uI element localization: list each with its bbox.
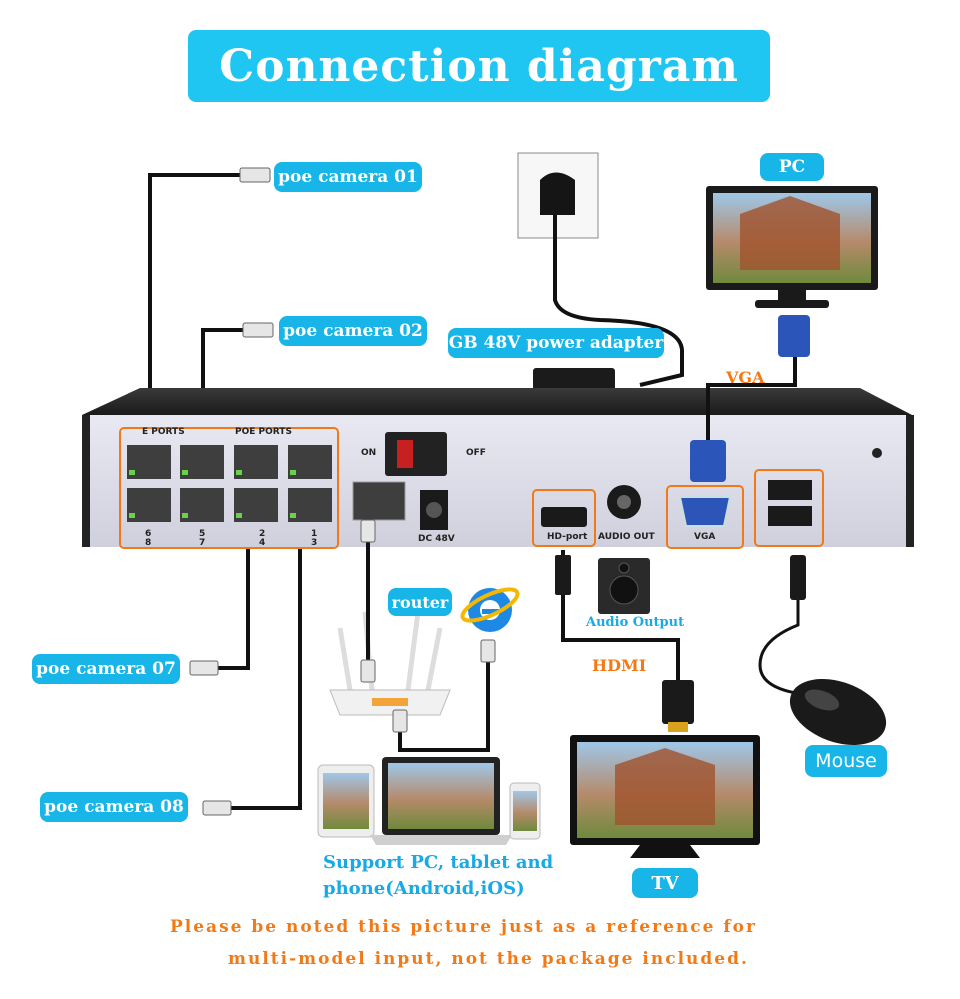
- vga-cable: [706, 355, 797, 455]
- label-mouse: Mouse: [805, 745, 887, 777]
- support-text: Support PC, tablet and phone(Android,iOS…: [323, 850, 553, 902]
- audio-out-label: AUDIO OUT: [598, 532, 655, 542]
- vga-plug-pc: [778, 315, 810, 357]
- port-num-4: 4: [259, 538, 266, 548]
- label-tv: TV: [632, 868, 698, 898]
- label-vga: VGA: [726, 368, 765, 387]
- pc-monitor: [706, 186, 878, 308]
- note-line-2: multi-model input, not the package inclu…: [228, 949, 749, 969]
- hd-port-label: HD-port: [547, 532, 588, 542]
- port-num-1: 1: [311, 529, 318, 539]
- page-title: Connection diagram: [219, 40, 739, 92]
- client-devices: [317, 757, 541, 845]
- label-pc: PC: [760, 153, 824, 181]
- router-device: [329, 611, 451, 716]
- port-num-7: 7: [199, 538, 206, 548]
- mouse-device: [789, 679, 887, 745]
- wall-socket: [517, 152, 599, 239]
- port-num-5: 5: [199, 529, 206, 539]
- poe-ports-label-left: E PORTS: [142, 427, 185, 437]
- label-hdmi: HDMI: [592, 656, 647, 675]
- power-cable: [553, 215, 684, 387]
- poe-ports-label-right: POE PORTS: [235, 427, 292, 437]
- support-line-2: phone(Android,iOS): [323, 878, 525, 899]
- label-router: router: [388, 588, 452, 616]
- speaker-device: [598, 558, 650, 614]
- note-line-1: Please be noted this picture just as a r…: [170, 917, 757, 937]
- label-power-adapter: GB 48V power adapter: [448, 328, 664, 358]
- dc-label: DC 48V: [418, 534, 455, 544]
- off-label: OFF: [466, 448, 486, 458]
- port-num-6: 6: [145, 529, 152, 539]
- label-audio-output: Audio Output: [586, 615, 685, 630]
- tv-device: [570, 735, 760, 858]
- support-line-1: Support PC, tablet and: [323, 852, 554, 873]
- on-label: ON: [361, 448, 377, 458]
- mouse-cable: [758, 600, 811, 697]
- vga-plug-device: [690, 440, 726, 482]
- label-poe-camera-02: poe camera 02: [279, 316, 427, 346]
- label-poe-camera-01: poe camera 01: [274, 162, 422, 192]
- port-num-8: 8: [145, 538, 152, 548]
- label-poe-camera-07: poe camera 07: [32, 654, 180, 684]
- title-banner: Connection diagram: [188, 30, 770, 102]
- port-num-2: 2: [259, 529, 266, 539]
- vga-port-label: VGA: [694, 532, 716, 542]
- label-poe-camera-08: poe camera 08: [40, 792, 188, 822]
- port-num-3: 3: [311, 538, 318, 548]
- ie-logo-icon: [460, 587, 520, 632]
- nvr-device: [82, 388, 914, 549]
